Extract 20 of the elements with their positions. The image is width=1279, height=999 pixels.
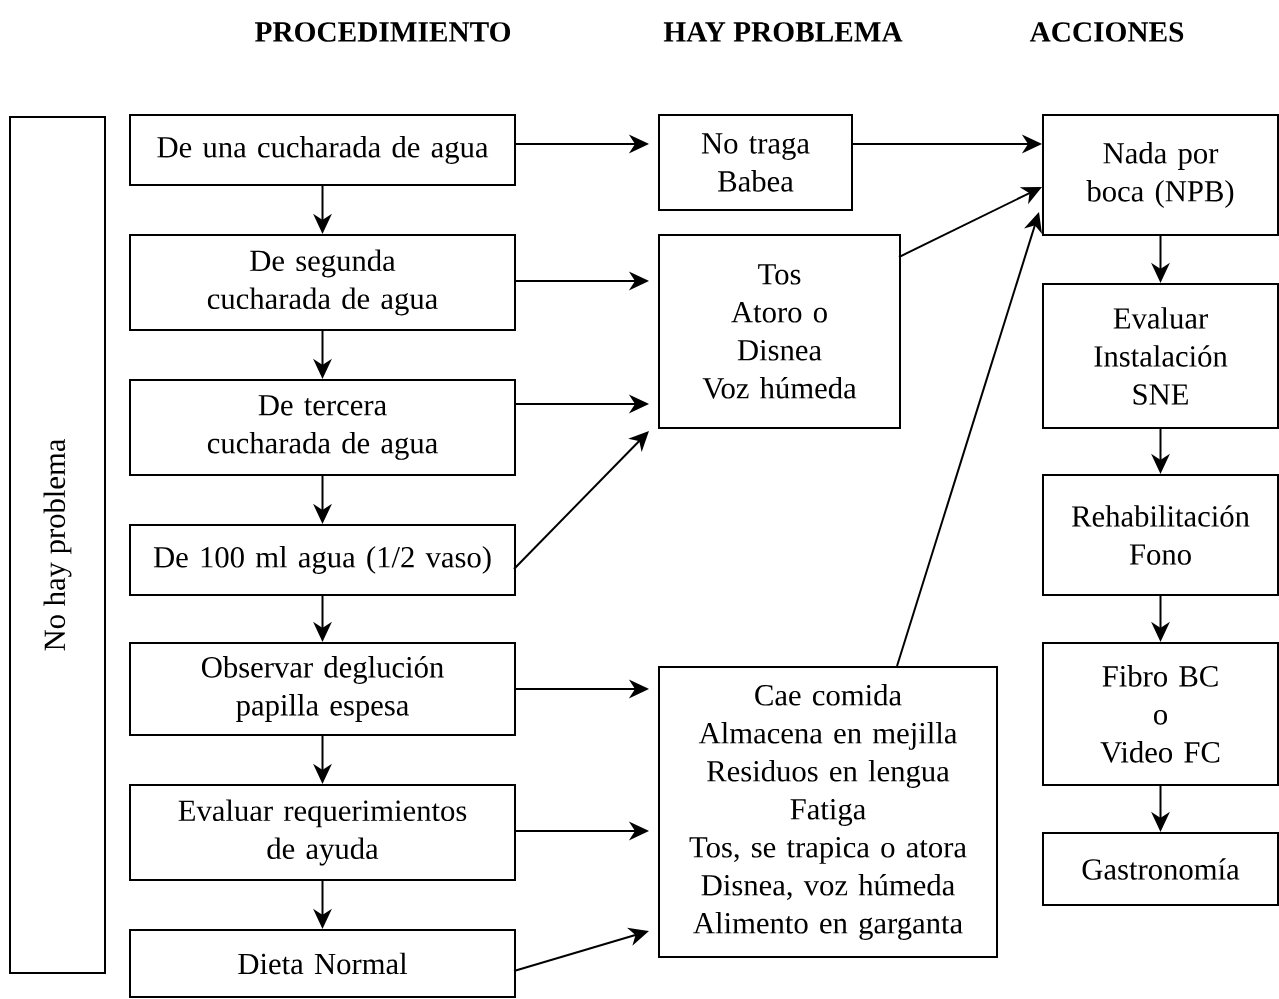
process-box: Gastronomía <box>1042 832 1279 906</box>
column-heading: PROCEDIMIENTO <box>255 22 511 42</box>
process-box: Observar deglución papilla espesa <box>129 642 516 736</box>
process-box: De 100 ml agua (1/2 vaso) <box>129 524 516 596</box>
process-box: De una cucharada de agua <box>129 114 516 186</box>
column-heading: HAY PROBLEMA <box>663 22 903 42</box>
arrow <box>513 431 649 570</box>
process-box: Evaluar requerimientos de ayuda <box>129 784 516 881</box>
column-heading: ACCIONES <box>1029 22 1184 42</box>
process-box: Rehabilitación Fono <box>1042 474 1279 596</box>
process-box: Nada por boca (NPB) <box>1042 114 1279 236</box>
process-box: Fibro BC o Video FC <box>1042 642 1279 786</box>
process-box: No hay problema <box>9 116 106 974</box>
process-box: No traga Babea <box>658 114 853 211</box>
process-box: De tercera cucharada de agua <box>129 379 516 476</box>
process-box: De segunda cucharada de agua <box>129 234 516 331</box>
process-box: Evaluar Instalación SNE <box>1042 283 1279 429</box>
process-box: Dieta Normal <box>129 929 516 998</box>
process-box: Cae comida Almacena en mejilla Residuos en lengua Fatiga Tos, se trapica o atora Disnea, voz húmeda Alimento en garganta <box>658 666 998 958</box>
process-box: Tos Atoro o Disnea Voz húmeda <box>658 234 901 429</box>
